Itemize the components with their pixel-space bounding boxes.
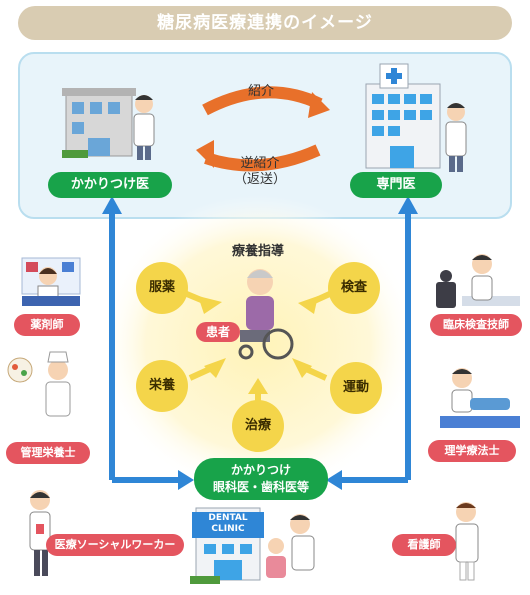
bubble-treatment: 治療 bbox=[232, 400, 284, 452]
specialist-label: 専門医 bbox=[350, 172, 442, 198]
referral-arrow bbox=[202, 86, 323, 116]
clinic-building-icon bbox=[62, 88, 136, 158]
dental-clinic-icon bbox=[190, 507, 264, 584]
bubble-exam: 検査 bbox=[328, 262, 380, 314]
nurse-label: 看護師 bbox=[392, 534, 456, 556]
reverse-referral-line1: 逆紹介 bbox=[240, 156, 280, 171]
doctor-icon-right bbox=[445, 103, 467, 172]
dietitian-icon bbox=[7, 351, 71, 417]
clinic-sign-line1: DENTAL bbox=[208, 513, 248, 523]
eye-dental-doctor-line1: かかりつけ bbox=[230, 463, 292, 477]
bubble-nutrition: 栄養 bbox=[136, 360, 188, 412]
nurse-icon bbox=[455, 502, 479, 581]
arrowhead-up-left bbox=[102, 196, 122, 214]
clinic-sign: DENTAL CLINIC bbox=[198, 513, 258, 535]
reverse-referral-arrow bbox=[204, 144, 321, 172]
eye-dental-doctor-line2: 眼科医・歯科医等 bbox=[212, 480, 309, 494]
page-title: 糖尿病医療連携のイメージ bbox=[18, 6, 512, 40]
physiotherapist-label: 理学療法士 bbox=[428, 440, 516, 462]
reverse-referral-label: 逆紹介 （返送） bbox=[232, 156, 288, 188]
clinic-sign-line2: CLINIC bbox=[211, 524, 245, 534]
reverse-referral-line2: （返送） bbox=[233, 172, 286, 187]
lab-technician-icon bbox=[436, 254, 520, 308]
patient-label: 患者 bbox=[196, 322, 240, 342]
bubble-exercise: 運動 bbox=[330, 362, 382, 414]
eye-dental-doctor-label: かかりつけ 眼科医・歯科医等 bbox=[194, 458, 328, 500]
arrowhead-up-right bbox=[398, 196, 418, 214]
lab-technician-label: 臨床検査技師 bbox=[430, 314, 522, 336]
physiotherapist-icon bbox=[440, 368, 520, 428]
referral-label: 紹介 bbox=[247, 84, 274, 99]
hospital-building-icon bbox=[365, 63, 441, 169]
pharmacist-label: 薬剤師 bbox=[14, 314, 80, 336]
dietitian-label: 管理栄養士 bbox=[6, 442, 90, 464]
pharmacist-icon bbox=[21, 257, 81, 306]
patient-wheelchair-icon bbox=[238, 269, 294, 360]
social-worker-label: 医療ソーシャルワーカー bbox=[46, 534, 184, 556]
bubble-medicine: 服薬 bbox=[136, 262, 188, 314]
arrowhead-right-clinic bbox=[178, 470, 194, 490]
arrowhead-left-clinic bbox=[326, 470, 342, 490]
family-doctor-label: かかりつけ医 bbox=[48, 172, 172, 198]
care-guidance-heading: 療養指導 bbox=[231, 244, 284, 259]
doctor-icon-left bbox=[133, 95, 155, 160]
social-worker-icon bbox=[29, 490, 51, 576]
connection-lines bbox=[109, 210, 411, 483]
dentist-patient-icon bbox=[266, 514, 315, 578]
